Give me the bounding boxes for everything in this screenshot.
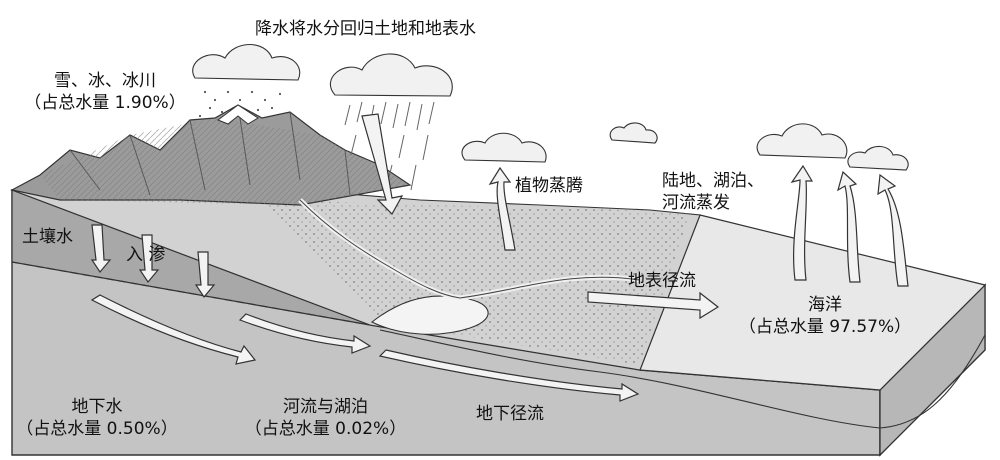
- groundwater-label: 地下水 （占总水量 0.50%）: [12, 396, 182, 440]
- snow-ice-title: 雪、冰、冰川: [54, 71, 156, 91]
- infiltration-label: 入 渗: [126, 245, 166, 265]
- cloud-icon: [329, 53, 453, 97]
- flow-arrow-icon: [194, 251, 216, 299]
- vapor-arrow-icon: [837, 170, 861, 283]
- evaporation-line-1: 陆地、湖泊、: [662, 171, 764, 191]
- flow-arrow-icon: [90, 224, 112, 274]
- cloud-icon: [609, 122, 658, 144]
- ocean-label: 海洋 （占总水量 97.57%）: [725, 294, 925, 338]
- vegetation-texture: [260, 200, 690, 365]
- rivers-lakes-share: （占总水量 0.02%）: [244, 419, 407, 439]
- clouds: [192, 44, 909, 171]
- precipitation-label: 降水将水分回归土地和地表水: [255, 19, 476, 39]
- cloud-icon: [847, 145, 909, 171]
- cloud-icon: [461, 132, 547, 163]
- flow-arrow-icon: [90, 294, 257, 365]
- soil-boundary-line: [11, 261, 371, 326]
- groundwater-title: 地下水: [71, 397, 123, 417]
- flow-arrow-icon: [361, 113, 404, 215]
- mountain-hatch: [40, 118, 410, 205]
- groundwater-share: （占总水量 0.50%）: [16, 419, 178, 439]
- lake: [370, 295, 489, 335]
- cloud-icon: [756, 123, 848, 159]
- groundwater-runoff-label: 地下径流: [476, 404, 544, 424]
- vapor-arrow-icon: [877, 173, 909, 287]
- flow-arrow-icon: [238, 313, 372, 354]
- soil-water-label: 土壤水: [22, 227, 73, 247]
- landscape: [10, 104, 701, 371]
- vapor-arrow-icon: [790, 164, 814, 281]
- snow-ice-label: 雪、冰、冰川 （占总水量 1.90%）: [20, 70, 190, 114]
- transpiration-label: 植物蒸腾: [515, 176, 583, 196]
- seabed-line: [379, 329, 986, 429]
- flow-arrow-icon: [378, 349, 640, 402]
- rivers-lakes-title: 河流与湖泊: [283, 397, 368, 417]
- evaporation-label: 陆地、湖泊、 河流蒸发: [662, 170, 764, 214]
- flow-arrow-icon: [138, 234, 160, 284]
- evaporation-line-2: 河流蒸发: [662, 193, 730, 213]
- process-arrows: [90, 113, 909, 402]
- snow-icon: [198, 90, 282, 118]
- vapor-arrow-icon: [488, 166, 516, 251]
- cloud-icon: [192, 44, 301, 81]
- river-outline: [299, 199, 641, 299]
- snow-ice-share: （占总水量 1.90%）: [24, 93, 186, 113]
- surface-runoff-label: 地表径流: [628, 271, 696, 291]
- flow-arrow-icon: [587, 291, 720, 320]
- ocean-title: 海洋: [808, 295, 842, 315]
- rivers-lakes-label: 河流与湖泊 （占总水量 0.02%）: [238, 396, 413, 440]
- ocean-share: （占总水量 97.57%）: [738, 317, 912, 337]
- snow-cap: [216, 104, 259, 125]
